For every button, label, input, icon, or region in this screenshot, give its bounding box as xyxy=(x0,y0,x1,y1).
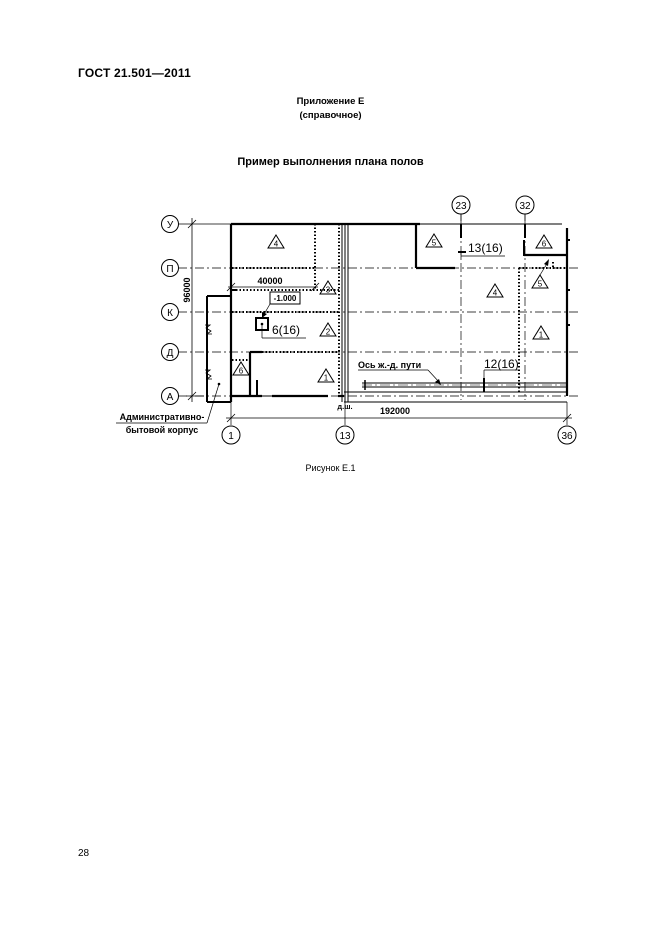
document-header: ГОСТ 21.501—2011 xyxy=(78,66,191,80)
axis-gridlines xyxy=(178,212,578,400)
svg-text:1: 1 xyxy=(228,431,234,442)
svg-text:4: 4 xyxy=(274,240,279,249)
axis-bubble-23: 23 xyxy=(451,195,471,215)
railway-track xyxy=(362,378,567,392)
svg-text:4: 4 xyxy=(493,289,498,298)
svg-text:А: А xyxy=(167,392,174,403)
floor-type-marker: 5 xyxy=(531,274,549,289)
admin-building-callout: Административно- бытовой корпус xyxy=(116,382,221,435)
figure-caption: Рисунок Е.1 xyxy=(305,463,356,473)
rail-axis-callout: Ось ж.-д. пути xyxy=(358,360,441,385)
row-axis-bubbles: У П К Д А xyxy=(161,215,179,405)
dimension-inner-line xyxy=(226,282,320,292)
dimension-vertical-96000: 96000 xyxy=(182,277,192,302)
marker-leader-arrow xyxy=(544,259,549,266)
appendix-title: Приложение Е (справочное) xyxy=(0,95,661,123)
axis-bubble-k: К xyxy=(161,303,179,321)
wall-ticks xyxy=(231,239,570,396)
axis-bubble-d: Д xyxy=(161,343,179,361)
svg-text:6(16): 6(16) xyxy=(272,323,300,337)
floor-mark-13-16: 13(16) xyxy=(460,241,505,258)
dimension-horizontal-192000: 192000 xyxy=(380,406,410,416)
outer-thin-walls xyxy=(262,223,567,403)
appendix-label: Приложение Е xyxy=(296,96,365,107)
svg-text:Административно-: Административно- xyxy=(120,412,205,422)
axis-bubble-a: А xyxy=(161,387,179,405)
svg-text:36: 36 xyxy=(561,431,573,442)
svg-text:бытовой корпус: бытовой корпус xyxy=(126,425,199,435)
floor-type-marker: 6 xyxy=(232,361,250,376)
dimension-horizontal-line xyxy=(226,413,572,423)
floor-type-marker: 4 xyxy=(267,234,285,249)
svg-text:23: 23 xyxy=(455,201,467,212)
level-mark: -1.000 xyxy=(262,291,301,318)
svg-text:13(16): 13(16) xyxy=(468,241,503,255)
axis-bubble-13: 13 xyxy=(335,425,355,445)
figure-title: Пример выполнения плана полов xyxy=(237,156,424,168)
floor-type-marker: 2 xyxy=(319,322,337,337)
axis-bubble-u: У xyxy=(161,215,179,233)
floor-type-marker: 1 xyxy=(532,325,550,340)
floor-type-marker: 6 xyxy=(535,234,553,249)
appendix-note: (справочное) xyxy=(299,110,362,121)
svg-text:6: 6 xyxy=(239,367,244,376)
svg-text:1: 1 xyxy=(324,374,329,383)
floor-type-marker: 3 xyxy=(319,280,337,295)
floor-mark-6-16: 6(16) xyxy=(255,317,306,339)
svg-text:У: У xyxy=(167,220,174,231)
zone-boundaries xyxy=(232,224,567,396)
floor-mark-12-16: 12(16) xyxy=(483,357,520,384)
expansion-joint xyxy=(341,224,349,402)
svg-text:П: П xyxy=(166,264,173,275)
column-ticks xyxy=(460,224,526,238)
svg-text:1: 1 xyxy=(539,331,544,340)
svg-text:13: 13 xyxy=(339,431,351,442)
svg-text:3: 3 xyxy=(326,286,331,295)
expansion-joint-label: д.ш. xyxy=(337,402,352,411)
svg-text:32: 32 xyxy=(519,201,531,212)
axis-bubble-1: 1 xyxy=(221,425,241,445)
svg-text:2: 2 xyxy=(326,328,331,337)
axis-extension-lines xyxy=(178,214,568,425)
column-axis-bubbles: 1 13 23 32 36 xyxy=(221,195,577,445)
floor-type-marker: 5 xyxy=(425,233,443,248)
svg-text:12(16): 12(16) xyxy=(484,357,519,371)
admin-break-marks xyxy=(205,324,212,380)
svg-text:6: 6 xyxy=(542,240,547,249)
page-number: 28 xyxy=(78,848,90,859)
svg-text:К: К xyxy=(167,308,173,319)
building-walls xyxy=(229,222,569,402)
svg-text:Д: Д xyxy=(167,348,174,359)
axis-bubble-p: П xyxy=(161,259,179,277)
floor-type-marker: 1 xyxy=(317,368,335,383)
svg-text:5: 5 xyxy=(432,239,437,248)
floor-type-marker: 4 xyxy=(486,283,504,298)
svg-text:Ось ж.-д. пути: Ось ж.-д. пути xyxy=(358,360,421,370)
svg-text:5: 5 xyxy=(538,280,543,289)
dimension-vertical-line xyxy=(186,218,204,402)
dimension-inner-40000: 40000 xyxy=(257,276,282,286)
svg-text:-1.000: -1.000 xyxy=(274,294,297,303)
axis-bubble-36: 36 xyxy=(557,425,577,445)
floor-type-markers: 4 3 2 6 1 5 4 6 5 1 xyxy=(232,233,553,383)
axis-bubble-32: 32 xyxy=(515,195,535,215)
admin-building-annex xyxy=(206,295,231,403)
